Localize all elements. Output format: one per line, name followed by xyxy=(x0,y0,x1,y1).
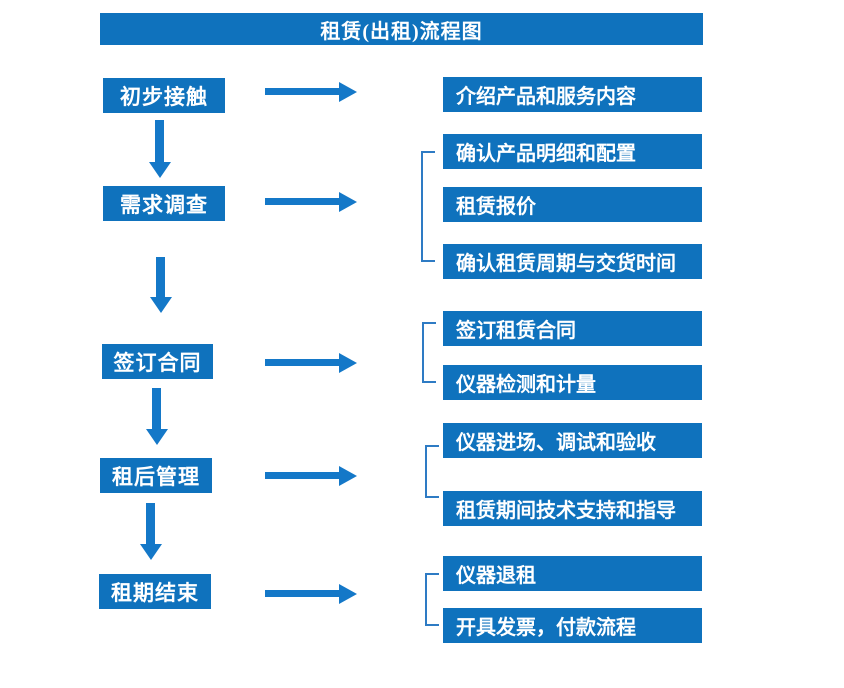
stage-box-post-rental-management: 租后管理 xyxy=(100,458,212,493)
group-bracket xyxy=(421,151,435,262)
detail-box-instrument-return: 仪器退租 xyxy=(443,556,702,591)
right-arrow-icon xyxy=(265,590,339,597)
stage-box-initial-contact: 初步接触 xyxy=(103,78,225,113)
detail-box-confirm-rental-period: 确认租赁周期与交货时间 xyxy=(443,244,702,279)
group-bracket xyxy=(422,322,436,383)
down-arrow-icon xyxy=(155,120,164,162)
down-arrow-icon xyxy=(156,257,165,297)
group-bracket xyxy=(425,573,439,626)
flowchart-title: 租赁(出租)流程图 xyxy=(100,13,703,45)
down-arrow-icon xyxy=(146,503,155,544)
detail-box-technical-support: 租赁期间技术支持和指导 xyxy=(443,491,702,526)
group-bracket xyxy=(425,445,439,498)
right-arrow-icon xyxy=(265,88,339,95)
detail-box-confirm-product-details: 确认产品明细和配置 xyxy=(443,134,702,169)
right-arrow-icon xyxy=(265,198,339,205)
stage-box-demand-survey: 需求调查 xyxy=(103,186,225,221)
stage-box-lease-end: 租期结束 xyxy=(99,574,211,609)
detail-box-instrument-arrival: 仪器进场、调试和验收 xyxy=(443,423,702,458)
down-arrow-icon xyxy=(152,388,161,429)
stage-box-sign-contract: 签订合同 xyxy=(102,344,213,379)
detail-box-rental-quote: 租赁报价 xyxy=(443,187,702,222)
detail-box-sign-rental-contract: 签订租赁合同 xyxy=(443,311,702,346)
right-arrow-icon xyxy=(265,359,339,366)
detail-box-introduce-products: 介绍产品和服务内容 xyxy=(443,77,702,112)
detail-box-instrument-inspection: 仪器检测和计量 xyxy=(443,365,702,400)
detail-box-invoice-payment: 开具发票，付款流程 xyxy=(443,608,702,643)
right-arrow-icon xyxy=(265,472,339,479)
